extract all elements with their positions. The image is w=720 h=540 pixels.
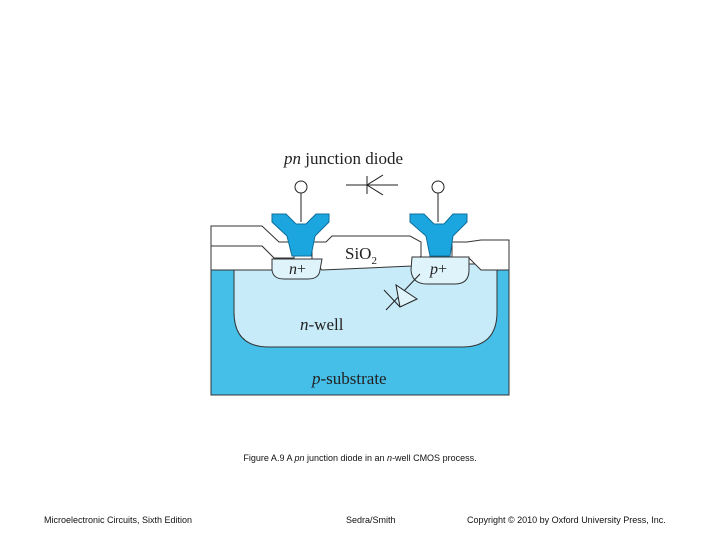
terminal-icon: [431, 180, 445, 194]
n-plus-diffusion: [271, 258, 323, 280]
footer-copyright: Copyright © 2010 by Oxford University Pr…: [467, 515, 666, 525]
diode-symbol-icon: [346, 174, 398, 196]
n-well-label: n-well: [300, 315, 344, 334]
oxide-layer-left-lower: [210, 245, 275, 271]
diagram-title: pn junction diode: [283, 149, 403, 168]
p-plus-label: p+: [429, 261, 447, 278]
n-well-region: [233, 263, 498, 348]
p-substrate-label: p-substrate: [311, 369, 387, 388]
oxide-label: SiO2: [345, 244, 377, 267]
terminal-icon: [294, 180, 308, 194]
figure-caption: Figure A.9 A pn junction diode in an n-w…: [243, 453, 477, 463]
p-plus-metal-contact: [409, 213, 468, 257]
p-plus-diffusion: [410, 256, 470, 285]
n-plus-label: n+: [289, 261, 306, 278]
n-plus-metal-contact: [271, 213, 330, 257]
footer-book-title: Microelectronic Circuits, Sixth Edition: [44, 515, 193, 525]
footer-authors: Sedra/Smith: [346, 515, 396, 525]
diode-symbol-icon: [383, 273, 421, 311]
